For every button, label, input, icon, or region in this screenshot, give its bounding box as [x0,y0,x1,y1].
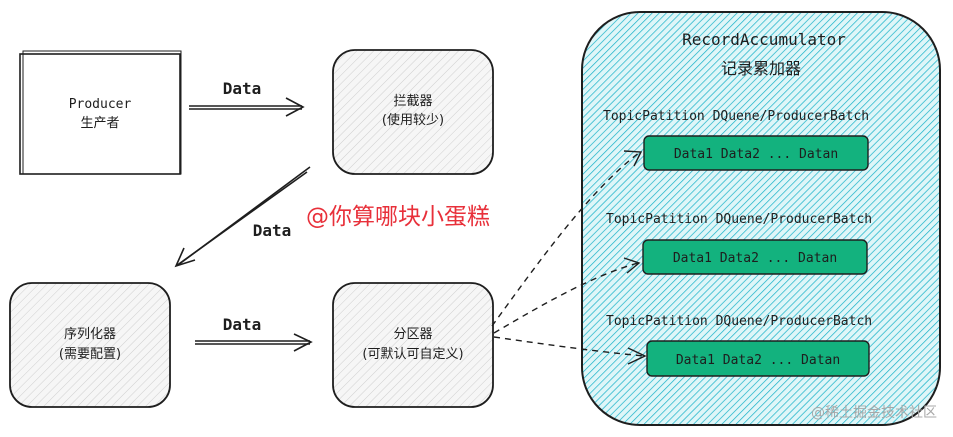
interceptor-label: 拦截器 [393,94,432,109]
accumulator-subtitle: 记录累加器 [721,59,801,78]
edge-label-interceptor-serializer: Data [253,221,292,240]
serializer-sublabel: (需要配置) [59,347,121,362]
partitioner-sublabel: (可默认可自定义) [362,346,463,362]
dashed-arrow-to-batch-3 [493,336,645,357]
topic-partition-header: TopicPatition DQuene/ProducerBatch [606,314,872,329]
dashed-arrow-to-batch-1 [491,151,641,327]
serializer-label: 序列化器 [64,327,116,342]
producer-batch [643,135,869,171]
arrowhead-batch-3 [627,347,647,365]
arrow-interceptor-to-serializer [174,166,311,268]
producer-label: Producer [69,97,132,112]
accumulator-title: RecordAccumulator [682,30,846,49]
serializer-node: 序列化器 (需要配置) [9,282,171,408]
partitioner-node: 分区器 (可默认可自定义) [332,282,494,408]
producer-batch-label: Data1 Data2 ... Datan [673,251,837,266]
record-accumulator: RecordAccumulator 记录累加器 TopicPatition DQ… [581,11,941,426]
topic-partition-header: TopicPatition DQuene/ProducerBatch [606,212,872,227]
author-watermark: @你算哪块小蛋糕 [306,204,490,230]
producer-batch [642,239,868,275]
edge-label-producer-interceptor: Data [223,79,262,98]
edge-label-serializer-partitioner: Data [223,315,262,334]
producer-batch [646,340,870,377]
arrowhead-batch-1 [623,150,643,167]
topic-partition-header: TopicPatition DQuene/ProducerBatch [603,109,869,124]
site-watermark: @稀土掘金技术社区 [811,405,937,421]
interceptor-node: 拦截器 (使用较少) [332,49,494,175]
producer-sublabel: 生产者 [80,116,119,131]
arrow-producer-to-interceptor [189,97,305,117]
arrow-serializer-to-partitioner [195,333,313,352]
arrowhead-batch-2 [623,257,641,274]
interceptor-sublabel: (使用较少) [382,112,444,128]
producer-node: Producer 生产者 [19,50,182,175]
producer-batch-label: Data1 Data2 ... Datan [676,353,840,368]
dashed-arrow-to-batch-2 [493,262,639,334]
producer-batch-label: Data1 Data2 ... Datan [674,147,838,162]
partitioner-label: 分区器 [393,327,432,342]
